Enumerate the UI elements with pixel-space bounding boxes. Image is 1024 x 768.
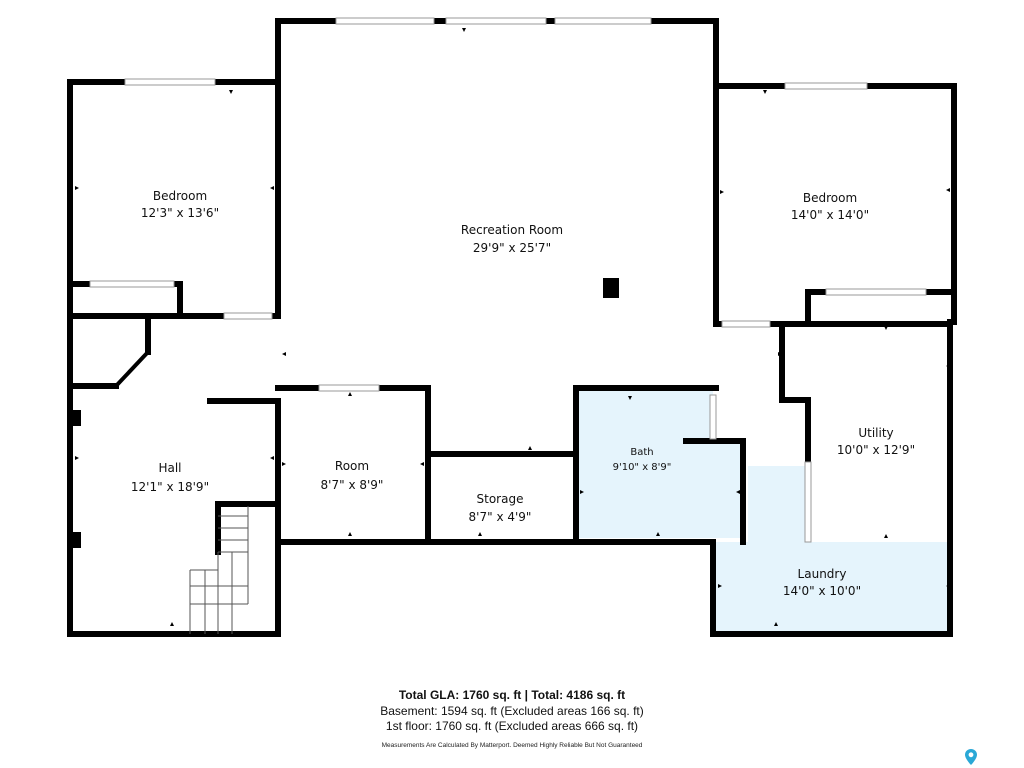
room-name: Recreation Room <box>460 223 564 237</box>
wet-area-fills <box>576 391 950 631</box>
room-name: Utility <box>858 426 894 440</box>
stairs <box>189 506 249 634</box>
room-dimensions: 9'10" x 8'9" <box>612 462 672 473</box>
room-name: Bath <box>630 447 654 458</box>
room-dimensions: 8'7" x 4'9" <box>468 510 532 524</box>
room-name: Laundry <box>797 567 847 581</box>
room-name: Bedroom <box>152 189 208 203</box>
windows <box>89 17 927 543</box>
room-dimensions: 12'1" x 18'9" <box>130 480 210 494</box>
room-name: Bedroom <box>802 191 858 205</box>
room-dimensions: 29'9" x 25'7" <box>472 241 552 255</box>
room-dimensions: 14'0" x 14'0" <box>790 208 870 222</box>
room-dimensions: 12'3" x 13'6" <box>140 206 220 220</box>
room-name: Storage <box>476 492 524 506</box>
room-dimensions: 8'7" x 8'9" <box>320 478 384 492</box>
walls <box>67 18 957 637</box>
fixtures <box>73 278 619 548</box>
floor-plan <box>67 17 957 637</box>
measure-ticks <box>75 28 950 626</box>
room-name: Room <box>334 459 370 473</box>
first-floor-area: 1st floor: 1760 sq. ft (Excluded areas 6… <box>385 719 639 733</box>
basement-area: Basement: 1594 sq. ft (Excluded areas 16… <box>380 704 644 718</box>
angled-walls <box>114 350 150 388</box>
room-name: Hall <box>158 461 182 475</box>
room-dimensions: 10'0" x 12'9" <box>836 443 916 457</box>
total-area-summary: Total GLA: 1760 sq. ft | Total: 4186 sq.… <box>398 688 626 702</box>
room-dimensions: 14'0" x 10'0" <box>782 584 862 598</box>
disclaimer: Measurements Are Calculated By Matterpor… <box>381 742 643 749</box>
map-pin-icon <box>965 749 977 765</box>
